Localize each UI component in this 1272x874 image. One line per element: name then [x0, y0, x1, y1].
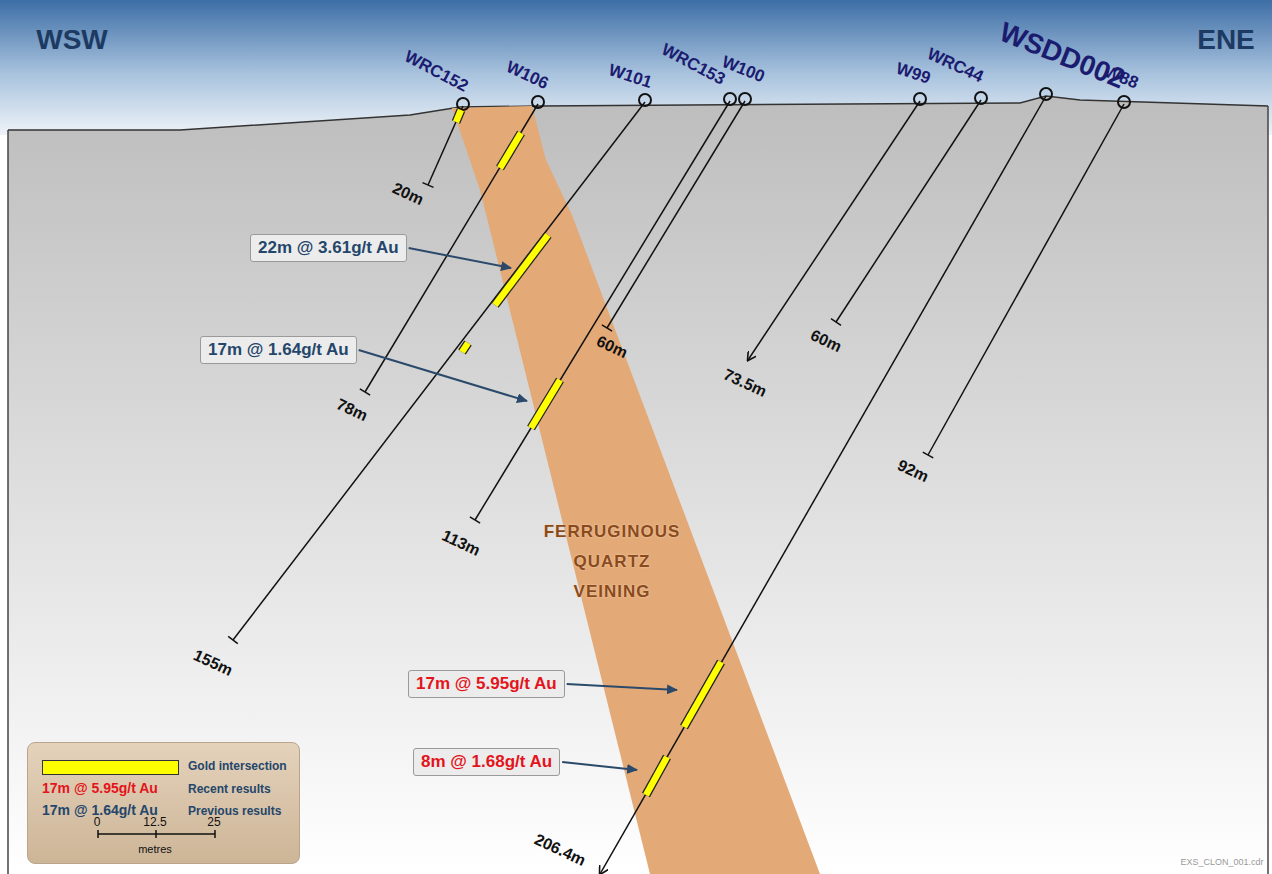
collar-marker [914, 93, 926, 105]
gold-intersection [495, 235, 548, 305]
collar-marker [532, 96, 544, 108]
leader-arrow [409, 248, 511, 268]
gold-intersection-outline [684, 662, 721, 727]
legend-text: Recent results [188, 783, 271, 796]
hole-trace [428, 106, 463, 185]
collar-marker [975, 92, 987, 104]
result-text: 17m @ 1.64g/t Au [208, 340, 349, 359]
gold-intersection [462, 343, 468, 352]
collar-marker [1118, 96, 1130, 108]
scale-number: 12.5 [143, 816, 166, 829]
hole-trace [607, 101, 745, 328]
hole-end-tick [831, 319, 841, 326]
gold-intersection-outline [500, 133, 521, 168]
legend-swatch [42, 760, 179, 775]
collar-marker [457, 98, 469, 110]
hole-end-tick [602, 325, 612, 331]
direction-label: ENE [1197, 25, 1255, 56]
gold-intersection-outline [456, 110, 461, 122]
hole-trace [233, 102, 645, 640]
ground [8, 96, 1268, 874]
collar-marker [1040, 88, 1052, 100]
result-callout: 8m @ 1.68g/t Au [413, 748, 560, 776]
hole-end-tick [228, 636, 238, 643]
gold-intersection-outline [531, 380, 560, 428]
ground-surface [8, 96, 1268, 130]
hole-trace [748, 101, 920, 360]
hole-trace [475, 101, 730, 520]
leader-arrow [562, 762, 637, 770]
scale-number: 0 [94, 816, 101, 829]
hole-end-tick [423, 183, 434, 188]
file-watermark: EXS_CLON_001.cdr [1180, 858, 1263, 868]
gold-intersection [684, 662, 721, 727]
leader-arrow [359, 350, 527, 401]
gold-intersection [500, 133, 521, 168]
result-callout: 22m @ 3.61g/t Au [250, 234, 407, 262]
hole-end-tick [360, 389, 370, 395]
scale-tick [97, 830, 99, 838]
result-text: 8m @ 1.68g/t Au [421, 752, 552, 771]
collar-marker [739, 93, 751, 105]
hole-end-tick [923, 452, 933, 458]
hole-trace [600, 96, 1046, 874]
direction-label: WSW [36, 25, 108, 56]
gold-intersection-outline [646, 757, 667, 795]
leader-arrow [567, 684, 677, 690]
scale-tick [155, 830, 157, 838]
gold-intersection [456, 110, 461, 122]
gold-intersection-outline [495, 235, 548, 305]
gold-intersection [531, 380, 560, 428]
gold-intersection [646, 757, 667, 795]
legend-text: Gold intersection [188, 760, 287, 773]
hole-trace [928, 104, 1124, 455]
frame-left [7, 130, 9, 874]
frame-right [1267, 106, 1269, 874]
legend-text: Previous results [188, 805, 281, 818]
result-callout: 17m @ 1.64g/t Au [200, 336, 357, 364]
hole-trace [836, 100, 981, 322]
hole-end-tick [470, 517, 480, 523]
collar-marker [724, 93, 736, 105]
result-text: 22m @ 3.61g/t Au [258, 238, 399, 257]
result-callout: 17m @ 5.95g/t Au [408, 670, 565, 698]
gold-intersection-outline [462, 343, 468, 352]
result-text: 17m @ 5.95g/t Au [416, 674, 557, 693]
vein-label: FERRUGINOUS QUARTZ VEINING [544, 517, 681, 606]
collar-marker [639, 94, 651, 106]
legend-sample-recent: 17m @ 5.95g/t Au [42, 781, 158, 796]
scale-tick [214, 830, 216, 838]
scale-unit: metres [138, 843, 172, 855]
